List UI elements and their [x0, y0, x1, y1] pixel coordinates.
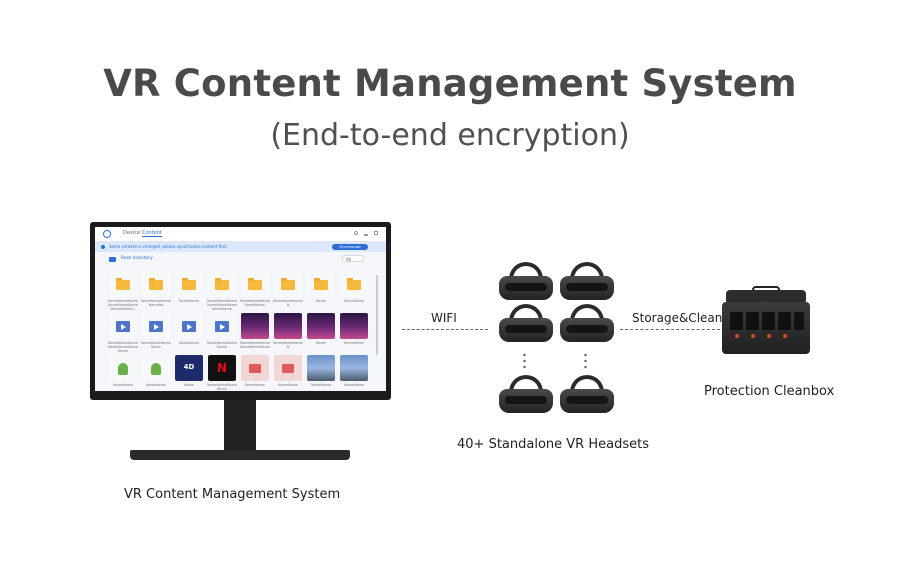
synchronize-button[interactable]: Synchronize — [332, 244, 368, 250]
content-item-icon4d[interactable] — [175, 355, 203, 381]
sync-notice: Some content is changed, please synchron… — [95, 242, 386, 252]
content-item-folder[interactable] — [142, 271, 170, 297]
vr-headset-icon — [499, 262, 553, 302]
content-item-name: NameNameNameName — [207, 383, 238, 391]
content-item-name: NameName — [244, 383, 265, 387]
content-item-video[interactable] — [175, 313, 203, 339]
content-item-concert[interactable] — [340, 313, 368, 339]
monitor-label: VR Content Management System — [124, 487, 341, 502]
vr-headset-icon — [499, 304, 553, 344]
vr-headset-icon — [560, 304, 614, 344]
content-item-name: NameName — [343, 383, 364, 387]
content-item-concert[interactable] — [241, 313, 269, 339]
cleanbox-label: Protection Cleanbox — [704, 384, 835, 399]
content-item-land[interactable] — [340, 355, 368, 381]
monitor-stand-base — [130, 450, 350, 460]
content-item-video[interactable] — [208, 313, 236, 339]
content-item-video[interactable] — [109, 313, 137, 339]
minimize-icon[interactable] — [364, 234, 368, 236]
content-item-folder[interactable] — [175, 271, 203, 297]
notice-text: Some content is changed, please synchron… — [109, 244, 228, 249]
content-item-video[interactable] — [142, 313, 170, 339]
tab-content[interactable]: Content — [142, 230, 162, 237]
page-title: VR Content Management System — [103, 62, 797, 105]
content-item-name: NameNameNameNameNa — [141, 299, 172, 308]
content-item-concert[interactable] — [307, 313, 335, 339]
page-subtitle: (End-to-end encryption) — [270, 118, 630, 153]
content-item-folder[interactable] — [340, 271, 368, 297]
vr-headset-icon — [560, 262, 614, 302]
content-item-name: NameNameNameNameNameNameName — [108, 341, 139, 354]
content-item-netflix[interactable] — [208, 355, 236, 381]
content-item-photo[interactable] — [241, 355, 269, 381]
breadcrumb-label[interactable]: Root directory — [121, 256, 153, 261]
storage-link-line — [620, 329, 720, 330]
content-item-folder[interactable] — [109, 271, 137, 297]
content-item-folder[interactable] — [208, 271, 236, 297]
content-item-name: Name — [315, 341, 326, 345]
root-folder-icon — [109, 257, 116, 262]
content-item-name: NameNameNameNameNameNameNameName — [207, 299, 238, 312]
content-item-name: NameName — [343, 341, 364, 345]
tab-device[interactable]: Device — [123, 230, 141, 236]
info-icon[interactable] — [354, 231, 358, 235]
monitor: Device Content Some content is changed, … — [90, 222, 391, 400]
more-dots-icon — [523, 352, 526, 370]
wifi-link-line — [402, 329, 488, 330]
content-item-name: Name — [183, 383, 194, 387]
content-item-name: NameNameNameNameNameName — [240, 341, 271, 350]
content-item-name: NameName — [277, 383, 298, 387]
vr-headset-icon — [560, 375, 614, 415]
scrollbar[interactable] — [376, 275, 378, 355]
content-item-folder[interactable] — [307, 271, 335, 297]
content-item-name: NameNameNameN — [273, 341, 304, 350]
content-item-name: NameName — [310, 383, 331, 387]
app-logo-icon — [103, 230, 111, 238]
content-item-name: NameName — [112, 383, 133, 387]
vr-headset-icon — [499, 375, 553, 415]
content-item-name: NameNameNameNameName — [240, 299, 271, 308]
content-item-photo[interactable] — [274, 355, 302, 381]
content-item-apk[interactable] — [109, 355, 137, 381]
content-item-folder[interactable] — [274, 271, 302, 297]
app-bar: Device Content — [95, 227, 386, 242]
content-item-name: NameName — [145, 383, 166, 387]
filter-select[interactable]: All — [342, 255, 364, 262]
content-item-name: NameName — [178, 299, 199, 303]
close-icon[interactable] — [374, 231, 378, 235]
content-item-name: NameName — [343, 299, 364, 303]
content-item-name: NameNameNameName — [141, 341, 172, 350]
content-item-land[interactable] — [307, 355, 335, 381]
content-item-name: NameNameNameName — [207, 341, 238, 350]
content-item-apk[interactable] — [142, 355, 170, 381]
content-item-name: NameName — [178, 341, 199, 345]
headsets-label: 40+ Standalone VR Headsets — [457, 437, 649, 452]
content-item-concert[interactable] — [274, 313, 302, 339]
info-dot-icon — [101, 245, 105, 249]
content-item-name: NameNameNameNameNameNameNameNameN... — [108, 299, 139, 312]
cleanbox-case-icon — [722, 286, 810, 356]
content-item-folder[interactable] — [241, 271, 269, 297]
content-item-name: Name — [315, 299, 326, 303]
monitor-stand-neck — [224, 400, 256, 452]
breadcrumb: Root directory All — [95, 252, 386, 266]
storage-clean-label: Storage&Clean — [632, 311, 723, 325]
more-dots-icon — [584, 352, 587, 370]
cms-screen: Device Content Some content is changed, … — [95, 227, 386, 391]
wifi-label: WIFI — [431, 311, 457, 325]
content-item-name: NameNameNameN — [273, 299, 304, 308]
